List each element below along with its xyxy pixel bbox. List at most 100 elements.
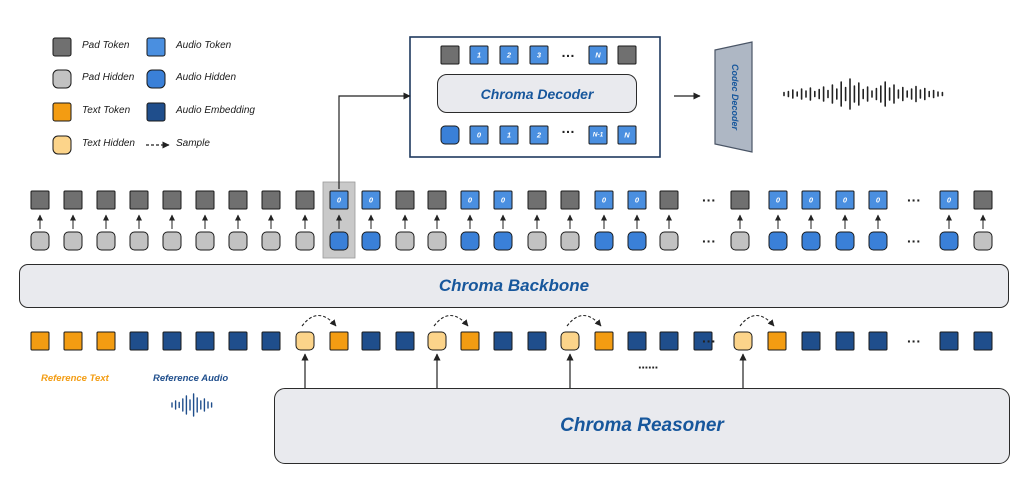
decoder-bottom-token — [440, 125, 460, 145]
input-audio-embedding — [129, 331, 149, 351]
backbone-hidden-state — [730, 231, 750, 251]
input-audio-embedding — [627, 331, 647, 351]
reasoner-text-hidden — [733, 331, 753, 351]
decoder-bottom-token — [499, 125, 519, 145]
sampled-to-decoder-arrow — [338, 92, 411, 189]
backbone-hidden-state — [395, 231, 415, 251]
input-audio-embedding — [228, 331, 248, 351]
sample-curve-arrow — [566, 314, 602, 327]
backbone-hidden-state — [801, 231, 821, 251]
input-audio-embedding — [261, 331, 281, 351]
reasoner-text-hidden — [427, 331, 447, 351]
input-audio-embedding — [801, 331, 821, 351]
decoder-bottom-token-label: N — [624, 131, 630, 140]
backbone-output-token-label: 0 — [947, 196, 952, 205]
legend-text-token-label: Text Token — [82, 105, 131, 116]
backbone-output-token — [395, 190, 415, 210]
legend-audio-token-swatch — [146, 37, 166, 57]
input-text-token — [96, 331, 116, 351]
backbone-output-token-label: 0 — [809, 196, 814, 205]
backbone-output-token-label: 0 — [843, 196, 848, 205]
backbone-output-token — [659, 190, 679, 210]
backbone-hidden-state — [329, 231, 349, 251]
backbone-output-token — [594, 190, 614, 210]
input-audio-embedding — [527, 331, 547, 351]
chroma-backbone-title: Chroma Backbone — [438, 276, 590, 295]
backbone-output-token — [493, 190, 513, 210]
backbone-hidden-state — [162, 231, 182, 251]
input-audio-embedding — [162, 331, 182, 351]
decoder-top-token-label: N — [595, 51, 601, 60]
backbone-hidden-state — [195, 231, 215, 251]
backbone-hidden-state — [560, 231, 580, 251]
backbone-hidden-state — [768, 231, 788, 251]
legend-pad-hidden-swatch — [52, 69, 72, 89]
legend-pad-token-label: Pad Token — [82, 40, 130, 51]
backbone-hidden-state — [96, 231, 116, 251]
legend-pad-hidden-label: Pad Hidden — [82, 72, 135, 83]
decoder-bottom-dots: … — [561, 120, 575, 136]
input-audio-embedding — [939, 331, 959, 351]
input-text-token — [30, 331, 50, 351]
backbone-hidden-state — [973, 231, 993, 251]
decoder-top-dots: … — [561, 44, 575, 60]
decoder-bottom-token-label: N-1 — [593, 132, 604, 139]
chroma-backbone-box: Chroma Backbone — [19, 264, 1009, 308]
decoder-top-token — [499, 45, 519, 65]
decoder-bottom-token-label: 0 — [477, 131, 482, 140]
backbone-output-token — [195, 190, 215, 210]
legend-pad-token-swatch — [52, 37, 72, 57]
backbone-token-dots: ··· — [702, 192, 716, 208]
decoder-bottom-token — [617, 125, 637, 145]
backbone-hidden-state — [361, 231, 381, 251]
legend-audio-embedding-swatch — [146, 102, 166, 122]
input-row-dots: ··· — [907, 333, 921, 349]
backbone-output-token-label: 0 — [776, 196, 781, 205]
backbone-output-token-label: 0 — [602, 196, 607, 205]
backbone-output-token — [627, 190, 647, 210]
input-audio-embedding — [395, 331, 415, 351]
backbone-hidden-state — [868, 231, 888, 251]
backbone-output-token-label: 0 — [876, 196, 881, 205]
backbone-output-token-label: 0 — [635, 196, 640, 205]
legend-audio-embedding-label: Audio Embedding — [176, 105, 255, 116]
backbone-output-token — [560, 190, 580, 210]
chroma-decoder-box: Chroma Decoder — [437, 74, 637, 113]
backbone-output-token — [730, 190, 750, 210]
backbone-output-token — [868, 190, 888, 210]
backbone-output-token — [162, 190, 182, 210]
backbone-output-token — [801, 190, 821, 210]
backbone-output-token — [30, 190, 50, 210]
input-audio-embedding — [195, 331, 215, 351]
backbone-output-token — [63, 190, 83, 210]
backbone-output-token — [228, 190, 248, 210]
input-audio-embedding — [693, 331, 713, 351]
backbone-output-token — [939, 190, 959, 210]
reasoner-text-hidden — [295, 331, 315, 351]
chroma-reasoner-box: Chroma Reasoner — [274, 388, 1010, 464]
input-row-dots: ··· — [702, 333, 716, 349]
decoder-top-token — [588, 45, 608, 65]
backbone-output-token — [295, 190, 315, 210]
reference-text-label: Reference Text — [41, 373, 109, 384]
backbone-hidden-state — [939, 231, 959, 251]
sample-curve-arrow — [433, 314, 469, 327]
backbone-output-token-label: 0 — [369, 196, 374, 205]
legend-audio-token-label: Audio Token — [176, 40, 232, 51]
decoder-bottom-token — [588, 125, 608, 145]
input-audio-embedding — [973, 331, 993, 351]
backbone-hidden-state — [460, 231, 480, 251]
backbone-output-token — [329, 190, 349, 210]
input-audio-embedding — [361, 331, 381, 351]
input-audio-embedding — [493, 331, 513, 351]
backbone-hidden-state — [228, 231, 248, 251]
backbone-hidden-state — [295, 231, 315, 251]
backbone-hidden-dots: ··· — [702, 233, 716, 249]
input-audio-embedding — [835, 331, 855, 351]
backbone-hidden-dots: ··· — [907, 233, 921, 249]
backbone-output-token — [835, 190, 855, 210]
backbone-output-token — [527, 190, 547, 210]
codec-decoder-block — [714, 41, 753, 153]
input-text-token — [63, 331, 83, 351]
